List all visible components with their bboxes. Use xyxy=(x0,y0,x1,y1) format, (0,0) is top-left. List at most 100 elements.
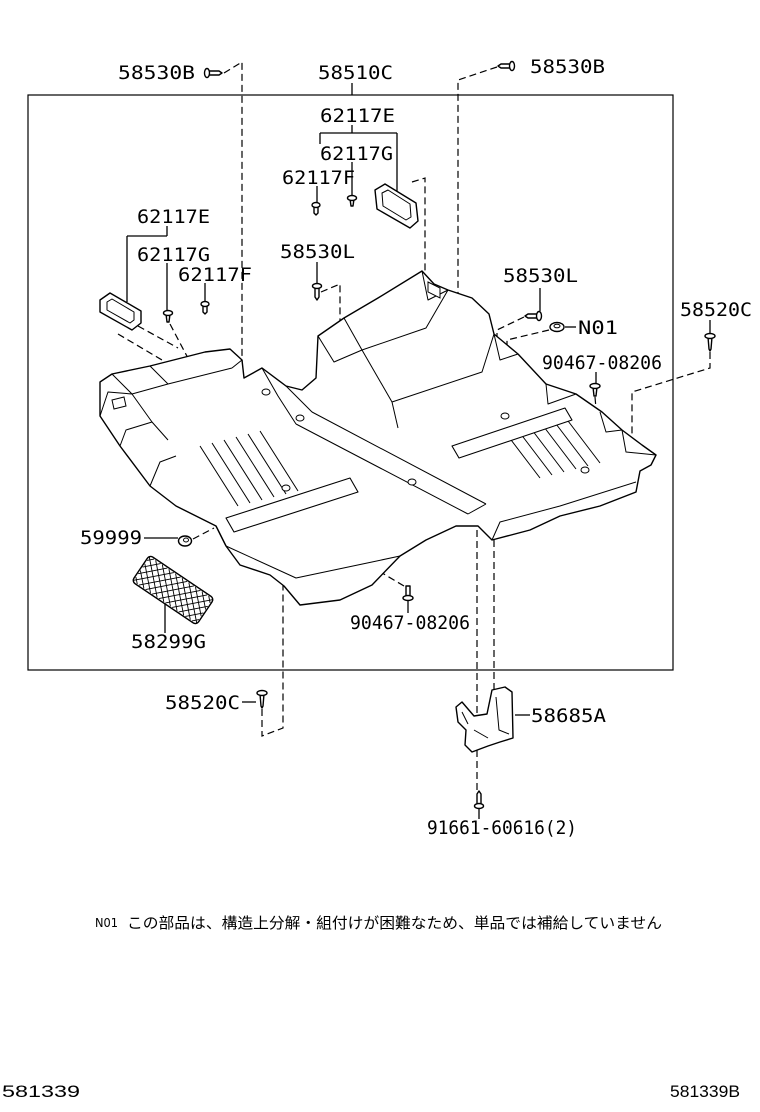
cap-center xyxy=(553,323,561,329)
callout-90467-08206-upper[interactable]: 90467-08206 xyxy=(542,352,662,374)
callout-62117g-top[interactable]: 62117G xyxy=(320,143,393,165)
carpet-hole xyxy=(295,414,305,422)
seal-plate-inner xyxy=(381,189,412,221)
callout-62117g-left[interactable]: 62117G xyxy=(137,244,210,266)
dashed-line-n01 xyxy=(506,329,550,405)
bolt-icon[interactable] xyxy=(311,282,323,301)
carpet-left-floor-ribs xyxy=(199,430,299,507)
illustration-frame xyxy=(27,94,674,671)
bolt-icon[interactable] xyxy=(473,790,485,810)
grommet-center xyxy=(183,537,189,543)
mesh-hatch-line xyxy=(139,570,145,589)
mesh-hatch-line xyxy=(135,576,138,585)
mesh-hatch-line xyxy=(133,572,175,581)
callout-58520c-lower[interactable]: 58520C xyxy=(165,692,240,714)
clip-icon[interactable] xyxy=(402,585,414,602)
carpet-hole xyxy=(580,466,590,474)
bracket-detail xyxy=(461,696,510,739)
callout-58299g[interactable]: 58299G xyxy=(131,631,206,653)
clip-icon[interactable] xyxy=(346,194,358,207)
bolt-shaft xyxy=(524,313,538,319)
bolt-icon[interactable] xyxy=(200,300,210,315)
callout-59999[interactable]: 59999 xyxy=(80,527,142,549)
carpet-right-floor-ribs xyxy=(504,416,601,479)
callout-58530l-center[interactable]: 58530L xyxy=(280,241,355,263)
clip-head xyxy=(589,382,601,390)
bolt-shaft xyxy=(208,70,223,76)
clip-icon[interactable] xyxy=(704,332,716,352)
bracket-58685a[interactable] xyxy=(455,686,514,753)
mesh-hatch-line xyxy=(152,585,194,595)
bolt-icon[interactable] xyxy=(311,201,321,216)
footnote-text: この部品は、構造上分解・組付けが困難なため、単品では補給していません xyxy=(127,914,662,932)
mesh-hatch-line xyxy=(165,594,208,604)
clip-icon[interactable] xyxy=(162,309,174,323)
carpet-center-tunnel xyxy=(261,367,487,515)
mesh-hatch-line xyxy=(161,564,171,607)
clip-head xyxy=(704,332,716,340)
mesh-hatch-line xyxy=(144,563,151,594)
callout-62117f-top[interactable]: 62117F xyxy=(282,167,355,189)
callout-91661-60616[interactable]: 91661-60616(2) xyxy=(427,817,577,839)
bolt-shaft xyxy=(497,63,511,69)
leader-62117e-left xyxy=(126,226,168,302)
mesh-hatch-line xyxy=(138,567,168,575)
bolt-head xyxy=(473,802,485,810)
carpet-front-edge xyxy=(215,481,637,579)
callout-58530b-top-left[interactable]: 58530B xyxy=(118,62,195,84)
grommet-icon[interactable] xyxy=(177,535,193,547)
clip-head xyxy=(402,594,414,602)
bolt-icon[interactable] xyxy=(497,60,516,72)
dashed-line-58520c-right xyxy=(631,352,711,440)
callout-62117e-top[interactable]: 62117E xyxy=(320,105,395,127)
mesh-hatch-line xyxy=(208,595,211,604)
footnote: N01 この部品は、構造上分解・組付けが困難なため、単品では補給していません xyxy=(95,914,662,932)
seal-plate-body xyxy=(374,183,419,229)
clip-icon[interactable] xyxy=(256,689,268,709)
leader-62117e-top xyxy=(319,125,398,191)
callout-58530l-right[interactable]: 58530L xyxy=(503,265,578,287)
carpet-outline xyxy=(99,270,657,606)
dashed-line-59999 xyxy=(192,527,215,540)
bolt-head xyxy=(311,282,323,290)
callout-62117e-left[interactable]: 62117E xyxy=(137,206,210,228)
bracket-body xyxy=(455,686,514,753)
seal-plate-body xyxy=(99,292,142,331)
bolt-head xyxy=(203,67,211,79)
cap-icon[interactable] xyxy=(549,321,565,333)
bolt-icon[interactable] xyxy=(524,310,543,322)
callout-n01[interactable]: N01 xyxy=(578,317,618,339)
floor-carpet-assembly[interactable] xyxy=(99,270,657,606)
dashed-reference-lines xyxy=(117,60,711,790)
callout-58520c-right[interactable]: 58520C xyxy=(680,299,752,321)
mesh-hatch-line xyxy=(148,557,158,598)
mesh-hatch-line xyxy=(171,599,213,608)
carpet-right-side-wall xyxy=(493,333,657,456)
mesh-hatch-line xyxy=(188,582,198,623)
callout-62117f-left[interactable]: 62117F xyxy=(178,264,252,286)
carpet-right-cross-band xyxy=(451,407,573,459)
callout-58510c[interactable]: 58510C xyxy=(318,62,393,84)
dashed-line-58530b-right xyxy=(457,66,498,318)
seal-plate-top[interactable] xyxy=(374,183,419,229)
seal-plate-left[interactable] xyxy=(99,292,142,331)
clip-icon[interactable] xyxy=(589,382,601,397)
leader-lines xyxy=(126,83,711,819)
illustration-code-left: 581339 xyxy=(2,1082,80,1101)
callout-58685a[interactable]: 58685A xyxy=(531,705,607,727)
floor-mat-mesh[interactable] xyxy=(132,555,215,625)
bolt-head xyxy=(200,300,210,308)
callout-58530b-top-right[interactable]: 58530B xyxy=(530,56,605,78)
cap-body xyxy=(549,321,565,333)
dashed-line-62117e-left-a xyxy=(117,333,207,387)
mesh-hatch-line xyxy=(185,612,204,617)
dashed-line-62117g-left xyxy=(169,323,191,363)
illustration-code-right: 581339B xyxy=(670,1082,740,1101)
bolt-icon[interactable] xyxy=(203,67,223,79)
mesh-hatch-line xyxy=(195,586,202,617)
grommet-body xyxy=(177,535,193,547)
dashed-line-58520c-lower xyxy=(261,560,284,737)
mesh-hatch-line xyxy=(158,589,201,599)
callout-90467-08206-lower[interactable]: 90467-08206 xyxy=(350,612,470,634)
